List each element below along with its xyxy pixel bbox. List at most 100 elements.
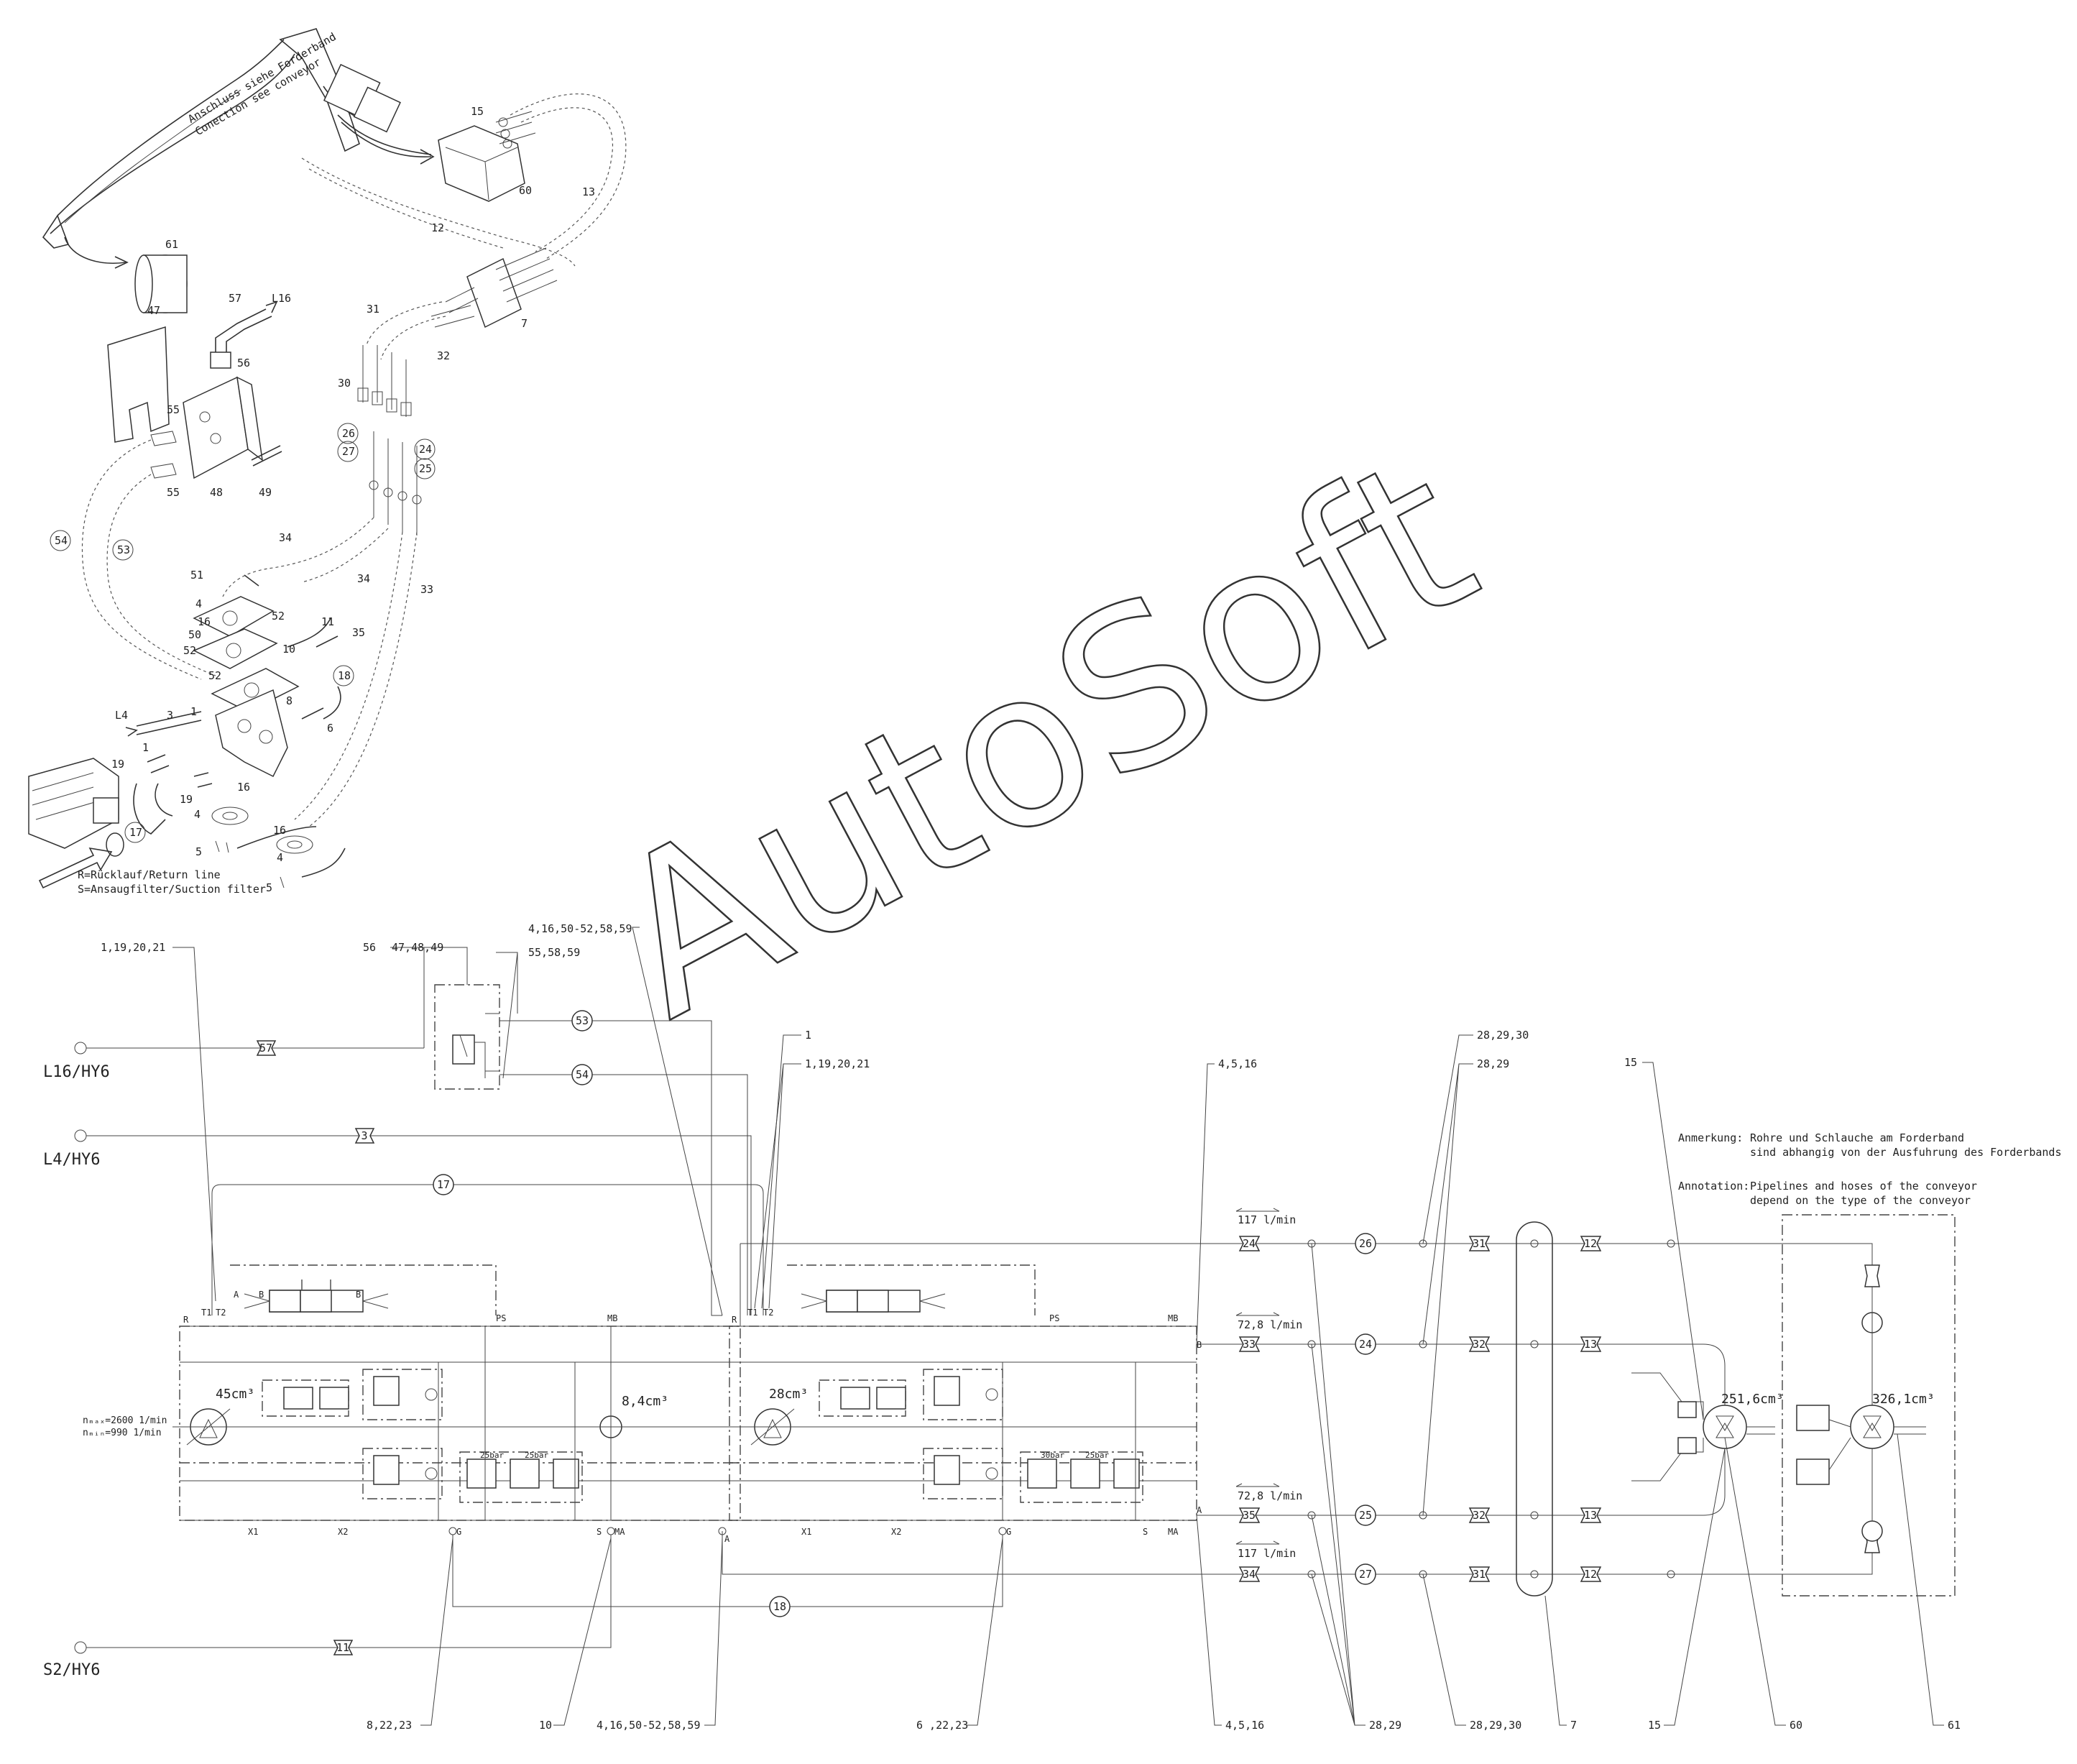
callout: 33 xyxy=(420,583,433,596)
line-tag: 24 xyxy=(1243,1237,1256,1250)
callout: L16 xyxy=(272,292,291,305)
line-tag: 33 xyxy=(1243,1338,1256,1351)
port-label: S xyxy=(597,1527,602,1537)
top-callout: 1,19,20,21 xyxy=(805,1057,870,1070)
line-tag: 31 xyxy=(1473,1568,1486,1581)
speed-min: nₘᵢₙ=990 1/min xyxy=(83,1428,162,1438)
bottom-callout: 60 xyxy=(1790,1719,1802,1732)
leaders xyxy=(172,927,1704,1516)
callout: 1 xyxy=(190,705,197,718)
pressure: 25bar xyxy=(1085,1451,1109,1460)
line-tag: 57 xyxy=(259,1042,272,1055)
port-label: MB xyxy=(1168,1313,1178,1323)
port-label: MA xyxy=(614,1527,625,1537)
top-callout: 15 xyxy=(1624,1056,1637,1069)
line-tag: 12 xyxy=(1584,1237,1597,1250)
flow-rate: 72,8 l/min xyxy=(1238,1318,1302,1331)
port-label: X2 xyxy=(891,1527,901,1537)
bottom-callout: 10 xyxy=(539,1719,552,1732)
port-label: T1 xyxy=(201,1308,211,1318)
bottom-callout: 4,16,50-52,58,59 xyxy=(597,1719,701,1732)
bottom-callout: 28,29 xyxy=(1369,1719,1401,1732)
callout: 4 xyxy=(277,851,283,864)
callout: 7 xyxy=(521,317,528,330)
motor-61 xyxy=(134,254,188,313)
note-anm-line1: Rohre und Schlauche am Forderband xyxy=(1750,1131,1964,1144)
callout: 47 xyxy=(147,304,160,317)
note-ann-line2: depend on the type of the conveyor xyxy=(1750,1194,1971,1207)
note-ann-line1: Pipelines and hoses of the conveyor xyxy=(1750,1180,1977,1193)
callout: 19 xyxy=(180,793,193,806)
watermark: AutoSoft xyxy=(574,410,1510,1066)
port-label: X1 xyxy=(801,1527,811,1537)
callout: 16 xyxy=(273,824,286,837)
port-label: X1 xyxy=(248,1527,258,1537)
callout: 8 xyxy=(286,694,293,707)
callout: 52 xyxy=(183,644,196,657)
flow-rate: 117 l/min xyxy=(1238,1213,1296,1226)
port-label: X2 xyxy=(338,1527,348,1537)
valve-assembly xyxy=(193,574,341,778)
line-tag: 53 xyxy=(576,1014,589,1027)
callout: 51 xyxy=(190,569,203,582)
callout: 16 xyxy=(237,781,250,794)
note-anm-line2: sind abhangig von der Ausfuhrung des For… xyxy=(1750,1146,2061,1159)
port-label: A xyxy=(234,1290,239,1300)
legend-suction: S=Ansaugfilter/Suction filter xyxy=(78,883,266,896)
port-l4: L4/HY6 xyxy=(43,1151,100,1169)
bottom-callout: 15 xyxy=(1648,1719,1661,1732)
pressure: 30bar xyxy=(1041,1451,1064,1460)
bottom-callout: 7 xyxy=(1570,1719,1577,1732)
callout: 27 xyxy=(342,445,355,458)
callout: 18 xyxy=(338,669,351,682)
top-callout: 28,29,30 xyxy=(1477,1029,1529,1042)
displacement: 251,6cm³ xyxy=(1721,1392,1784,1407)
port-label: MA xyxy=(1168,1527,1179,1537)
callout: 57 xyxy=(229,292,241,305)
callout: 34 xyxy=(357,572,370,585)
line-tag: 13 xyxy=(1584,1338,1597,1351)
flow-rate: 72,8 l/min xyxy=(1238,1489,1302,1502)
line-tag: 12 xyxy=(1584,1568,1597,1581)
port-label: R xyxy=(183,1315,189,1325)
port-label: G xyxy=(456,1527,461,1537)
line-tag: 31 xyxy=(1473,1237,1486,1250)
callout: 13 xyxy=(582,185,595,198)
top-callout: 4,16,50-52,58,59 xyxy=(528,922,632,935)
callout: 3 xyxy=(167,709,173,722)
callout: 15 xyxy=(471,105,484,118)
callout: 4 xyxy=(194,808,201,821)
line-tag: 26 xyxy=(1359,1237,1372,1250)
callout: 49 xyxy=(259,486,272,499)
top-callout: 1,19,20,21 xyxy=(101,941,165,954)
block-48 xyxy=(183,376,263,479)
callout: 12 xyxy=(431,221,444,234)
callout: 54 xyxy=(55,534,68,547)
port-label: B xyxy=(356,1290,361,1300)
motor-60 xyxy=(438,125,525,202)
port-l16: L16/HY6 xyxy=(43,1063,110,1081)
port-label: B xyxy=(1197,1340,1202,1350)
callout: 53 xyxy=(117,543,130,556)
note-ann-label: Annotation: xyxy=(1678,1180,1749,1193)
port-label: PS xyxy=(1049,1313,1059,1323)
port-label: PS xyxy=(496,1313,506,1323)
callout: 34 xyxy=(279,531,292,544)
pressure: 25bar xyxy=(480,1451,504,1460)
callout: L4 xyxy=(115,709,128,722)
pump-unit xyxy=(28,758,124,857)
line-tag: 27 xyxy=(1359,1568,1372,1581)
callout: 5 xyxy=(195,845,202,858)
bottom-callout: 28,29,30 xyxy=(1470,1719,1521,1732)
callout: 4 xyxy=(195,597,202,610)
top-callout: 28,29 xyxy=(1477,1057,1509,1070)
displacement: 45cm³ xyxy=(216,1387,254,1402)
callout: 55 xyxy=(167,403,180,416)
line-tag: 32 xyxy=(1473,1338,1486,1351)
line-tag: 13 xyxy=(1584,1509,1597,1522)
top-callout: 1 xyxy=(805,1029,811,1042)
callout: 52 xyxy=(208,669,221,682)
port-s2: S2/HY6 xyxy=(43,1661,100,1679)
legend-return: R=Rücklauf/Return line xyxy=(78,868,221,881)
